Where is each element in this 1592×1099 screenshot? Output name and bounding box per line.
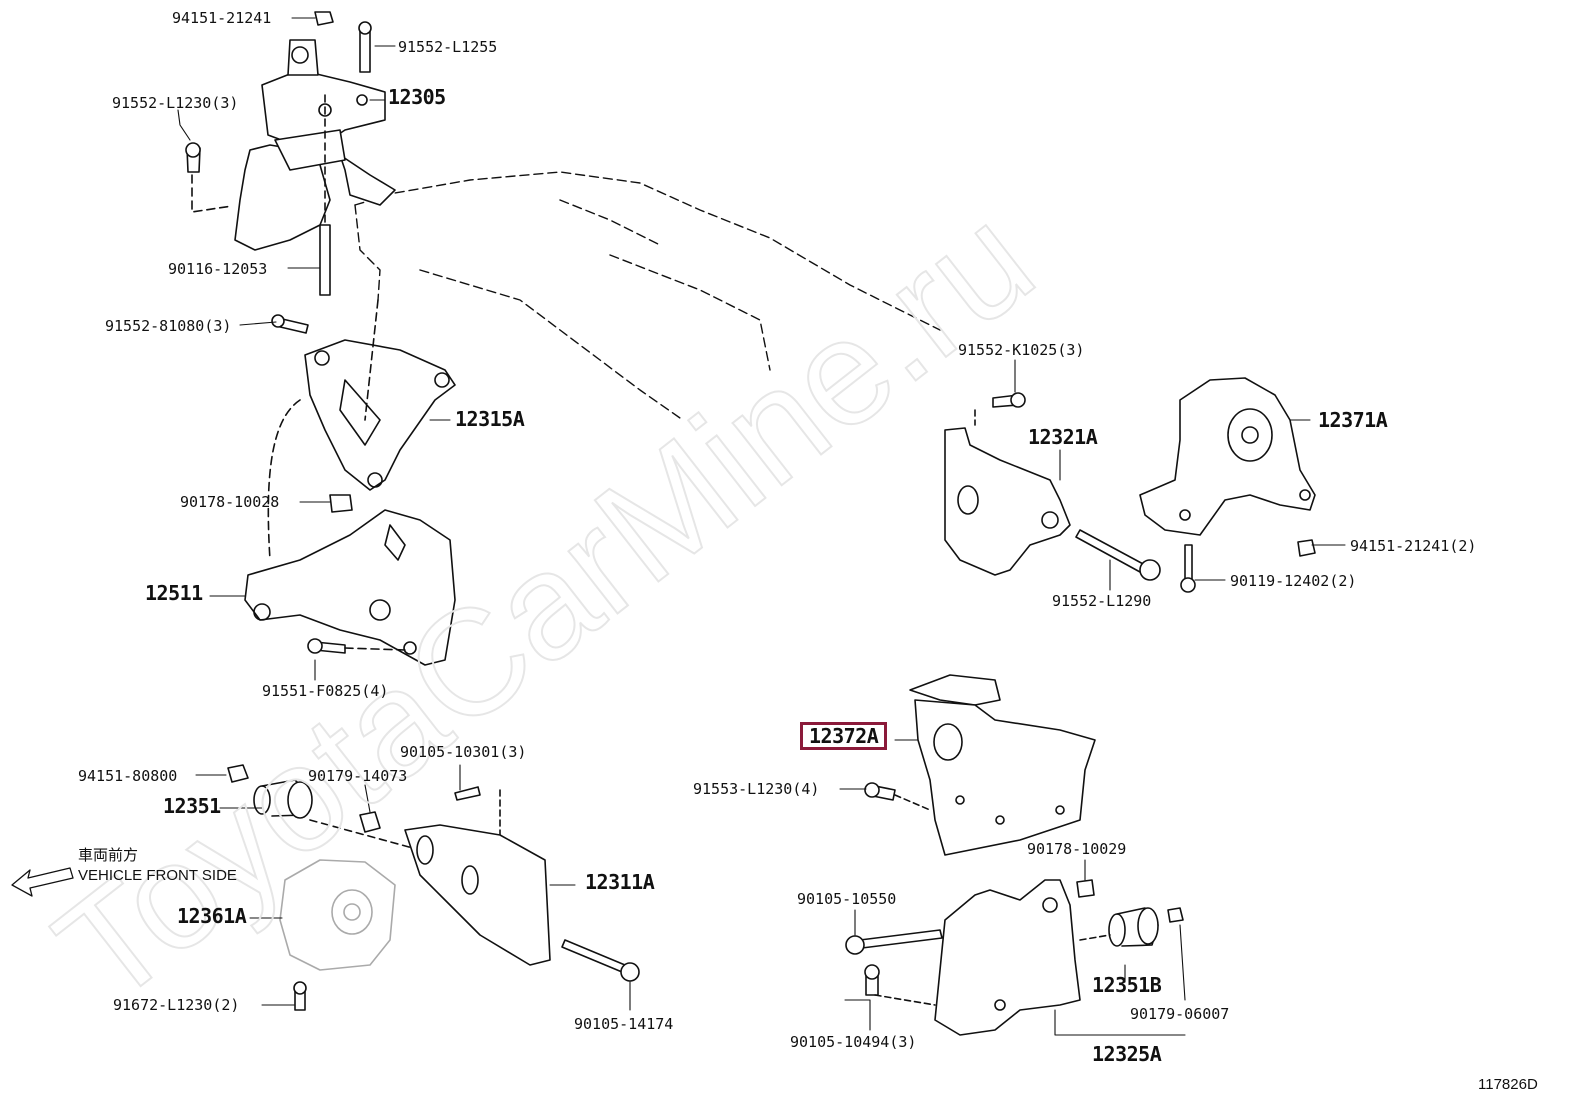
label-12315A: 12315A [455, 407, 525, 431]
engine-outline [354, 171, 941, 419]
front-side-en: VEHICLE FRONT SIDE [78, 867, 237, 884]
nut-90179-06007 [1167, 907, 1184, 923]
label-91552-81080-3: 91552-81080(3) [105, 317, 232, 335]
label-90105-10494-3: 90105-10494(3) [790, 1033, 917, 1051]
label-94151-21241-2: 94151-21241(2) [1350, 537, 1477, 555]
label-12305: 12305 [388, 85, 446, 109]
bolt-90105-14174 [561, 939, 640, 982]
label-91552-L1290: 91552-L1290 [1052, 592, 1152, 610]
label-12351: 12351 [163, 794, 221, 818]
part-12305 [234, 39, 396, 251]
label-12361A: 12361A [177, 904, 247, 928]
bolt-91551-F0825 [307, 638, 346, 654]
front-side-label: 車両前方 VEHICLE FRONT SIDE [78, 846, 237, 886]
nut-90178-10029 [1076, 879, 1095, 898]
label-91552-K1025-3: 91552-K1025(3) [958, 341, 1085, 359]
bolt-91552-L1255 [358, 21, 372, 73]
part-12311A [404, 824, 551, 966]
label-90105-10301-3: 90105-10301(3) [400, 743, 527, 761]
part-12321A [944, 427, 1071, 576]
nut-90179-14073 [359, 811, 381, 833]
label-12325A: 12325A [1092, 1042, 1162, 1066]
label-91552-L1255: 91552-L1255 [398, 38, 498, 56]
label-90105-10550: 90105-10550 [797, 890, 897, 908]
part-12511 [244, 509, 456, 666]
label-90179-14073: 90179-14073 [308, 767, 408, 785]
label-90179-06007: 90179-06007 [1130, 1005, 1230, 1023]
diagram-code: 117826D [1478, 1076, 1538, 1093]
bolt-90105-10550 [845, 929, 943, 955]
label-12372A-highlighted[interactable]: 12372A [800, 722, 888, 750]
part-12315A [304, 339, 456, 491]
part-12361A [279, 859, 396, 971]
front-side-jp: 車両前方 [78, 847, 139, 864]
part-12351B [1108, 907, 1159, 947]
label-91553-L1230-4: 91553-L1230(4) [693, 780, 820, 798]
bolt-90105-10494 [864, 964, 880, 996]
label-12321A: 12321A [1028, 425, 1098, 449]
label-12311A: 12311A [585, 870, 655, 894]
bolt-91552-81080 [271, 314, 309, 334]
label-94151-80800: 94151-80800 [78, 767, 178, 785]
label-90178-10028: 90178-10028 [180, 493, 280, 511]
nut-94151-21241-2 [1297, 539, 1316, 557]
nut-94151-21241 [314, 11, 334, 26]
part-12372A [909, 674, 1096, 856]
bolt-91552-K1025 [992, 392, 1026, 408]
label-12511: 12511 [145, 581, 203, 605]
label-90178-10029: 90178-10029 [1027, 840, 1127, 858]
leader-lines [177, 17, 1346, 1036]
part-12371A [1139, 377, 1316, 536]
bolt-91553-L1230 [864, 782, 896, 801]
label-90105-14174: 90105-14174 [574, 1015, 674, 1033]
label-12371A: 12371A [1318, 408, 1388, 432]
label-94151-21241: 94151-21241 [172, 9, 272, 27]
nut-90178-10028 [329, 494, 353, 513]
bolt-90119-12402 [1180, 544, 1196, 593]
label-91672-L1230-2: 91672-L1230(2) [113, 996, 240, 1014]
part-12351 [253, 779, 313, 819]
label-12351B: 12351B [1092, 973, 1162, 997]
bolt-91552-L1290 [1075, 529, 1161, 581]
label-90119-12402-2: 90119-12402(2) [1230, 572, 1357, 590]
front-arrow-icon [11, 867, 74, 897]
part-12325A [934, 879, 1081, 1036]
stud-90116-12053 [319, 224, 331, 296]
nut-94151-80800 [227, 764, 249, 783]
bolt-90105-10301 [454, 786, 481, 801]
bolt-91672-L1230 [293, 981, 307, 1011]
label-90116-12053: 90116-12053 [168, 260, 268, 278]
label-91552-L1230-3: 91552-L1230(3) [112, 94, 239, 112]
bolt-91552-L1230 [185, 142, 201, 173]
label-91551-F0825-4: 91551-F0825(4) [262, 682, 389, 700]
